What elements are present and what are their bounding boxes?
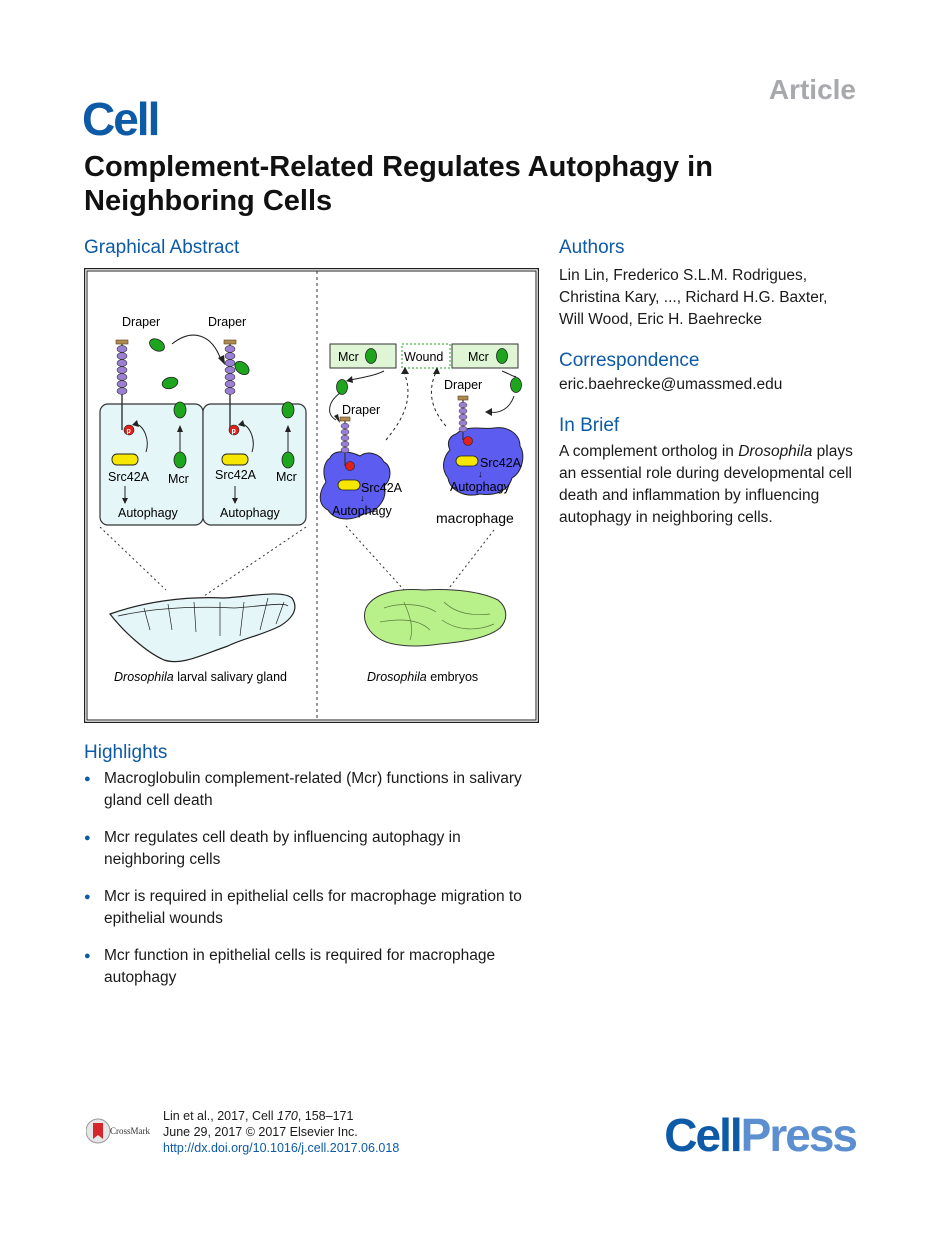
right-panel: Mcr Wound Mcr Draper Draper — [319, 343, 524, 684]
graphical-abstract-figure: Draper Draper — [84, 268, 539, 723]
mcr-particle — [510, 377, 522, 393]
authors-line: Lin Lin, Frederico S.L.M. Rodrigues, — [559, 267, 808, 284]
src42a-label-2: Src42A — [215, 468, 257, 482]
phospho-site — [123, 424, 135, 436]
arrow-curved — [329, 392, 341, 421]
mcr-particle — [496, 348, 508, 364]
highlight-item: Macroglobulin complement-related (Mcr) f… — [84, 768, 544, 812]
mcr-particle — [281, 401, 295, 419]
salivary-cell-2 — [202, 403, 307, 526]
figure-inner-frame — [86, 270, 537, 721]
article-type-label: Article — [768, 74, 856, 105]
citation-block: Lin et al., 2017, Cell 170, 158–171 June… — [163, 1108, 399, 1156]
highlights-heading: Highlights — [84, 742, 168, 763]
draper-label-2: Draper — [208, 315, 246, 329]
citation-line: Lin et al., 2017, Cell 170, 158–171 — [163, 1109, 354, 1123]
embryo-illustration — [364, 589, 507, 647]
arrow-curved — [501, 370, 517, 377]
mcr-particle — [336, 379, 348, 395]
publisher-logo: CellPress — [664, 1109, 858, 1161]
draper-receptor-right-2 — [457, 395, 469, 440]
authors-list: Lin Lin, Frederico S.L.M. Rodrigues, Chr… — [559, 265, 869, 331]
autophagy-label-right-1: Autophagy — [332, 504, 393, 518]
mcr-label-1: Mcr — [168, 472, 189, 486]
autophagy-label-right-2: Autophagy — [450, 480, 511, 494]
in-brief-text: A complement ortholog in Drosophila play… — [559, 443, 853, 526]
src42a-kinase — [455, 455, 479, 467]
mcr-particle — [281, 451, 295, 469]
draper-receptor-right-1 — [339, 416, 351, 466]
mcr-particle — [173, 451, 187, 469]
src42a-kinase — [221, 453, 249, 466]
mcr-particle — [365, 348, 377, 364]
authors-heading: Authors — [559, 237, 625, 258]
src42a-label-1: Src42A — [108, 470, 150, 484]
migration-arrow-left — [385, 371, 409, 441]
left-panel-caption: Drosophila larval salivary gland — [114, 670, 287, 684]
svg-text:p: p — [232, 428, 236, 435]
journal-logo: Cell — [82, 93, 160, 145]
salivary-gland-illustration — [109, 593, 296, 663]
mcr-box-label-right: Mcr — [468, 350, 489, 364]
autophagy-label-2: Autophagy — [220, 506, 281, 520]
in-brief-heading: In Brief — [559, 415, 620, 436]
mcr-label-2: Mcr — [276, 470, 297, 484]
draper-receptor-1 — [115, 339, 129, 430]
zoom-line — [203, 526, 307, 597]
authors-line: Christina Kary, ..., Richard H.G. Baxter… — [559, 289, 828, 306]
macrophage-label: macrophage — [436, 510, 514, 526]
src42a-label-right-1: Src42A — [361, 481, 403, 495]
highlight-item: Mcr regulates cell death by influencing … — [84, 827, 544, 871]
crossmark-icon[interactable] — [86, 1116, 158, 1146]
mcr-particle — [161, 376, 179, 390]
phospho-site — [228, 424, 240, 436]
arrow-curved — [171, 334, 222, 361]
mcr-box-label-left: Mcr — [338, 350, 359, 364]
citation-date: June 29, 2017 © 2017 Elsevier Inc. — [163, 1125, 358, 1139]
svg-text:↓: ↓ — [478, 469, 483, 479]
draper-receptor-2 — [223, 339, 237, 430]
mcr-particle — [173, 401, 187, 419]
macrophage-cell-2 — [443, 427, 524, 496]
epithelial-cell-box-left — [329, 343, 397, 369]
src42a-label-right-2: Src42A — [480, 456, 522, 470]
draper-label-right-1: Draper — [342, 403, 380, 417]
mcr-particle — [149, 338, 165, 352]
zoom-line — [445, 529, 495, 593]
highlights-list: Macroglobulin complement-related (Mcr) f… — [84, 768, 544, 1004]
article-title: Complement-Related Regulates Autophagy i… — [84, 151, 713, 217]
autophagy-label-1: Autophagy — [118, 506, 179, 520]
mcr-particle — [234, 360, 250, 376]
authors-line: Will Wood, Eric H. Baehrecke — [559, 311, 762, 328]
src42a-kinase — [111, 453, 139, 466]
right-panel-caption: Drosophila embryos — [367, 670, 478, 684]
correspondence-heading: Correspondence — [559, 350, 700, 371]
svg-text:↓: ↓ — [360, 493, 365, 503]
wound-box — [401, 343, 451, 369]
crossmark-label: CrossMark — [110, 1126, 150, 1136]
src42a-kinase — [337, 479, 361, 491]
wound-label: Wound — [404, 350, 443, 364]
left-panel: Draper Draper — [99, 315, 307, 684]
draper-label-1: Draper — [122, 315, 160, 329]
phospho-site — [345, 461, 355, 471]
doi-link[interactable]: http://dx.doi.org/10.1016/j.cell.2017.06… — [163, 1141, 400, 1155]
zoom-line — [345, 525, 405, 591]
draper-label-right-2: Draper — [444, 378, 482, 392]
zoom-line — [99, 526, 167, 591]
phospho-site — [463, 436, 473, 446]
correspondence-email[interactable]: eric.baehrecke@umassmed.edu — [559, 376, 783, 393]
migration-arrow-right — [430, 371, 447, 427]
graphical-abstract-heading: Graphical Abstract — [84, 237, 240, 258]
arrow-curved — [349, 370, 385, 381]
arrow-curved — [489, 395, 515, 413]
svg-text:p: p — [127, 428, 131, 435]
highlight-item: Mcr function in epithelial cells is requ… — [84, 945, 544, 989]
highlight-item: Mcr is required in epithelial cells for … — [84, 886, 544, 930]
